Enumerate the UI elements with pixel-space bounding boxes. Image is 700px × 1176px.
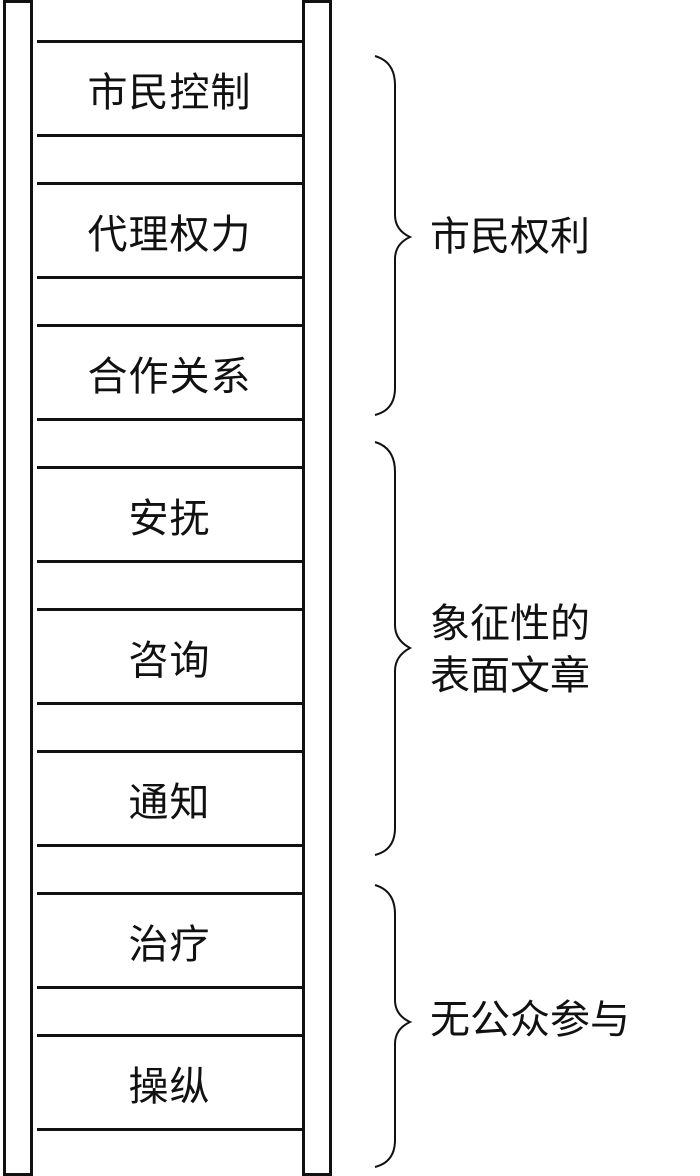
group-label-line: 象征性的 [430, 601, 590, 647]
rung-therapy: 治疗 [37, 892, 302, 989]
group-label-line: 表面文章 [430, 653, 590, 699]
rung-placation: 安抚 [37, 466, 302, 563]
rung-label: 代理权力 [87, 211, 252, 258]
rung-consultation: 咨询 [37, 608, 302, 705]
rung-label: 通知 [128, 779, 211, 826]
group-label-line: 市民权利 [430, 214, 590, 260]
group-label-tokenism: 象征性的表面文章 [430, 598, 590, 702]
group-label-line: 无公众参与 [430, 997, 630, 1043]
brace-tokenism [374, 441, 413, 856]
rung-label: 安抚 [128, 495, 211, 542]
group-label-nonparticipation: 无公众参与 [430, 994, 630, 1046]
rung-label: 咨询 [128, 637, 211, 684]
ladder-right-rail [302, 0, 332, 1176]
rung-manipulation: 操纵 [37, 1034, 302, 1131]
rung-partnership: 合作关系 [37, 324, 302, 421]
ladder-left-rail [3, 0, 33, 1176]
brace-citizen-power [374, 55, 413, 416]
brace-nonparticipation [374, 884, 413, 1168]
rung-label: 市民控制 [87, 69, 252, 116]
rung-delegated-power: 代理权力 [37, 182, 302, 279]
rung-label: 合作关系 [87, 353, 252, 400]
rung-informing: 通知 [37, 750, 302, 847]
rung-label: 治疗 [128, 921, 211, 968]
rung-citizen-control: 市民控制 [37, 40, 302, 137]
group-label-citizen-power: 市民权利 [430, 211, 590, 263]
rung-label: 操纵 [128, 1063, 211, 1110]
